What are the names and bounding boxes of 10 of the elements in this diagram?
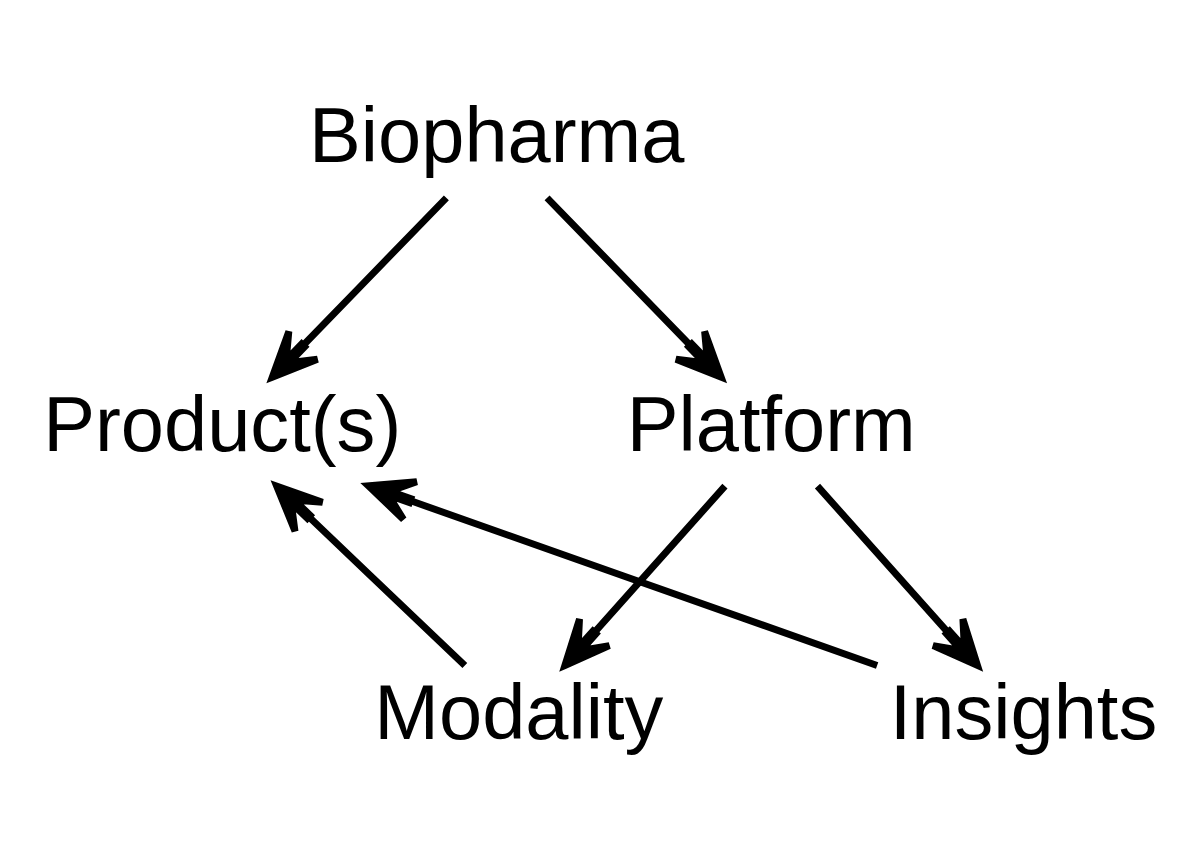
arrow — [273, 482, 468, 669]
node-text: Biopharma — [309, 92, 685, 179]
arrow — [544, 195, 725, 381]
node-text: Insights — [889, 668, 1158, 755]
arrow — [561, 483, 728, 669]
node-text: Platform — [626, 380, 916, 467]
node-text: Modality — [374, 668, 664, 755]
arrow — [268, 195, 449, 381]
arrow — [814, 483, 981, 669]
node-text: Product(s) — [43, 380, 402, 467]
